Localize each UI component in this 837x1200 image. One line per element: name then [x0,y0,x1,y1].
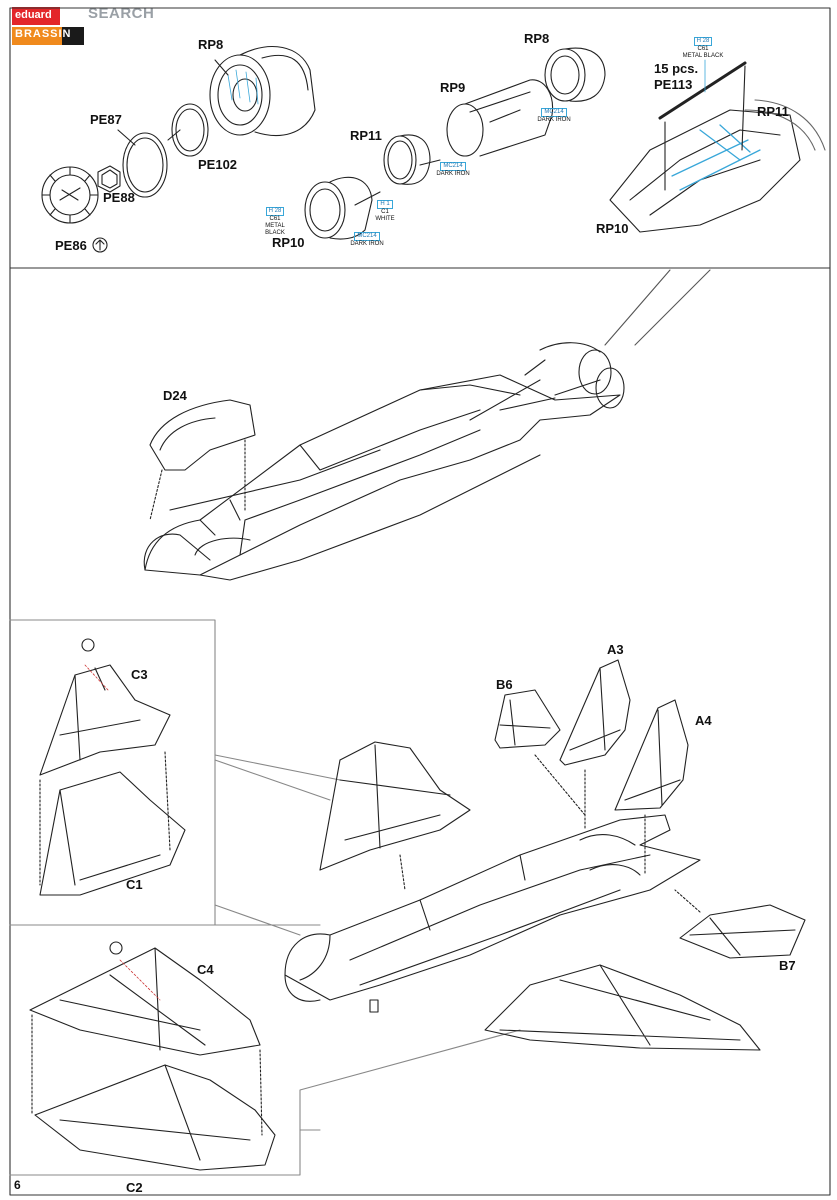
label-rp11-right: RP11 [757,104,789,119]
label-b7: B7 [779,958,796,973]
label-rp11-mid: RP11 [350,128,382,143]
label-pe102: PE102 [198,157,238,172]
label-c2: C2 [126,1180,143,1195]
c4-c2-stabilizer-parts [29,941,276,1171]
brassin-logo [12,7,84,45]
fuselage-lower-view [214,659,806,1051]
label-15-pcs: 15 pcs. [654,61,699,76]
label-c1: C1 [126,877,143,892]
label-rp8-left: RP8 [198,37,224,52]
c3-c1-fin-parts [39,638,186,896]
label-c4: C4 [197,962,214,977]
label-pe88: PE88 [103,190,135,205]
label-pe87: PE87 [90,112,122,127]
label-rp10-right: RP10 [596,221,629,236]
label-d24: D24 [163,388,187,403]
paint-code-h28-right: H 28 C61 METAL BLACK [682,37,724,59]
watermark-text: SEARCH [88,5,155,22]
page-number: 6 [14,1178,21,1192]
label-rp8-right: RP8 [524,31,550,46]
exhaust-nozzle-left-group [41,46,316,253]
label-pe86: PE86 [55,238,87,253]
label-a4: A4 [695,713,712,728]
label-rp9: RP9 [440,80,466,95]
label-a3: A3 [607,642,624,657]
logo-bottom-text: BRASSIN [15,28,72,40]
paint-code-mc214-right: MC214 DARK IRON [537,108,571,123]
paint-code-mc214-mid: MC214 DARK IRON [436,162,470,177]
label-rp10-mid: RP10 [272,235,305,250]
label-c3: C3 [131,667,148,682]
logo-top-text: eduard [15,9,52,21]
paint-code-mc214-left: MC214 DARK IRON [350,232,384,247]
pe113-detail [609,59,826,233]
fuselage-upper-view [143,342,625,581]
paint-code-h1: H 1 C1 WHITE [375,200,395,222]
paint-code-h28-left: H 28 C61 METAL BLACK [265,207,285,236]
section-frames [9,7,831,1196]
exhaust-nozzle-middle-group [304,47,606,240]
label-b6: B6 [496,677,513,692]
label-pe113: PE113 [654,77,693,92]
